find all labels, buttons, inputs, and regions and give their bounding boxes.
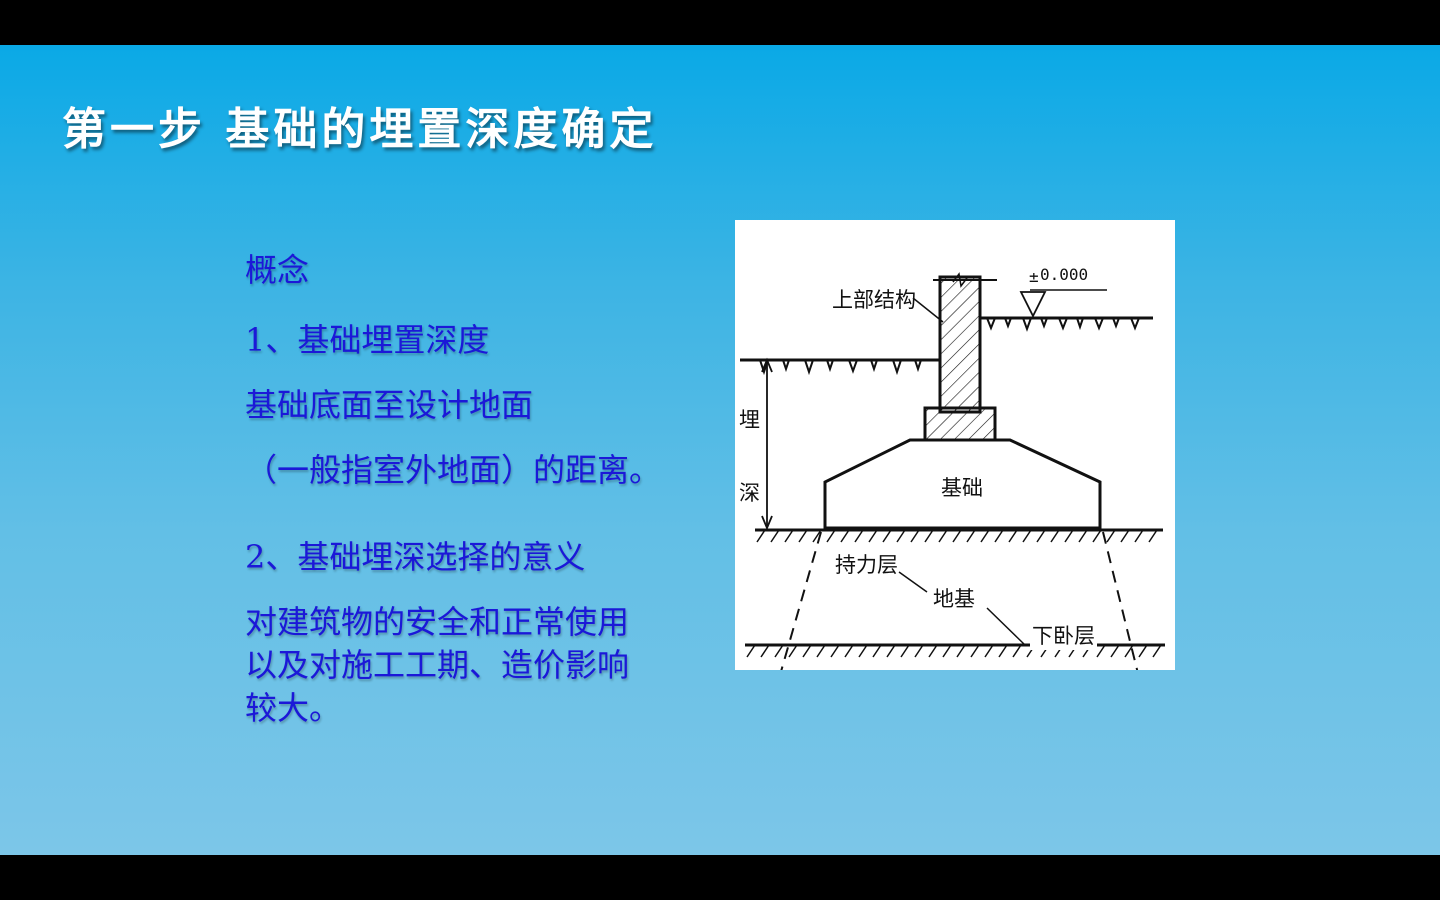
slide: 第一步 基础的埋置深度确定 概念 1、基础埋置深度 基础底面至设计地面 （一般指… <box>0 45 1440 855</box>
bearing-layer-label: 持力层 <box>835 553 898 577</box>
foundation-label: 基础 <box>941 476 983 500</box>
item2-line3: 较大。 <box>245 689 342 727</box>
depth-label-1: 埋 <box>739 408 760 432</box>
depth-label-2: 深 <box>739 481 760 505</box>
bearing-layer-leader <box>898 571 928 593</box>
item1-line1: 基础底面至设计地面 <box>245 386 534 424</box>
item2-line1: 对建筑物的安全和正常使用 <box>245 603 630 641</box>
foundation-depth-diagram: ± 0.000 基础 埋 深 上 <box>739 265 1165 670</box>
foundation-diagram-panel: ± 0.000 基础 埋 深 上 <box>735 220 1175 670</box>
foundation-body <box>823 438 1102 530</box>
foundation-base-hatching <box>756 529 1158 543</box>
superstructure-label: 上部结构 <box>832 288 916 312</box>
pressure-dashed-left <box>780 531 822 670</box>
outdoor-ground-texture <box>759 359 922 376</box>
column-base-step <box>923 406 997 442</box>
elevation-label: 0.000 <box>1040 265 1088 284</box>
pressure-dashed-right <box>1102 531 1139 670</box>
underlying-layer-hatching <box>746 644 1162 658</box>
item2-line2: 以及对施工工期、造价影响 <box>245 646 630 684</box>
break-mark <box>952 272 968 288</box>
elevation-triangle <box>1019 291 1047 319</box>
subgrade-label: 地基 <box>933 587 975 611</box>
concept-heading: 概念 <box>245 251 310 289</box>
superstructure-column <box>938 275 982 414</box>
design-ground-texture <box>986 317 1140 332</box>
item2-heading: 2、基础埋深选择的意义 <box>245 538 586 576</box>
subgrade-leader <box>986 607 1026 646</box>
elevation-sign: ± <box>1029 267 1039 286</box>
depth-arrow-bottom <box>761 515 773 531</box>
underlying-layer-label: 下卧层 <box>1030 620 1097 650</box>
slide-title: 第一步 基础的埋置深度确定 <box>62 104 658 155</box>
superstructure-leader <box>912 297 944 323</box>
item1-heading: 1、基础埋置深度 <box>245 321 490 359</box>
item1-line2: （一般指室外地面）的距离。 <box>245 451 662 489</box>
depth-arrow-top <box>761 357 773 373</box>
